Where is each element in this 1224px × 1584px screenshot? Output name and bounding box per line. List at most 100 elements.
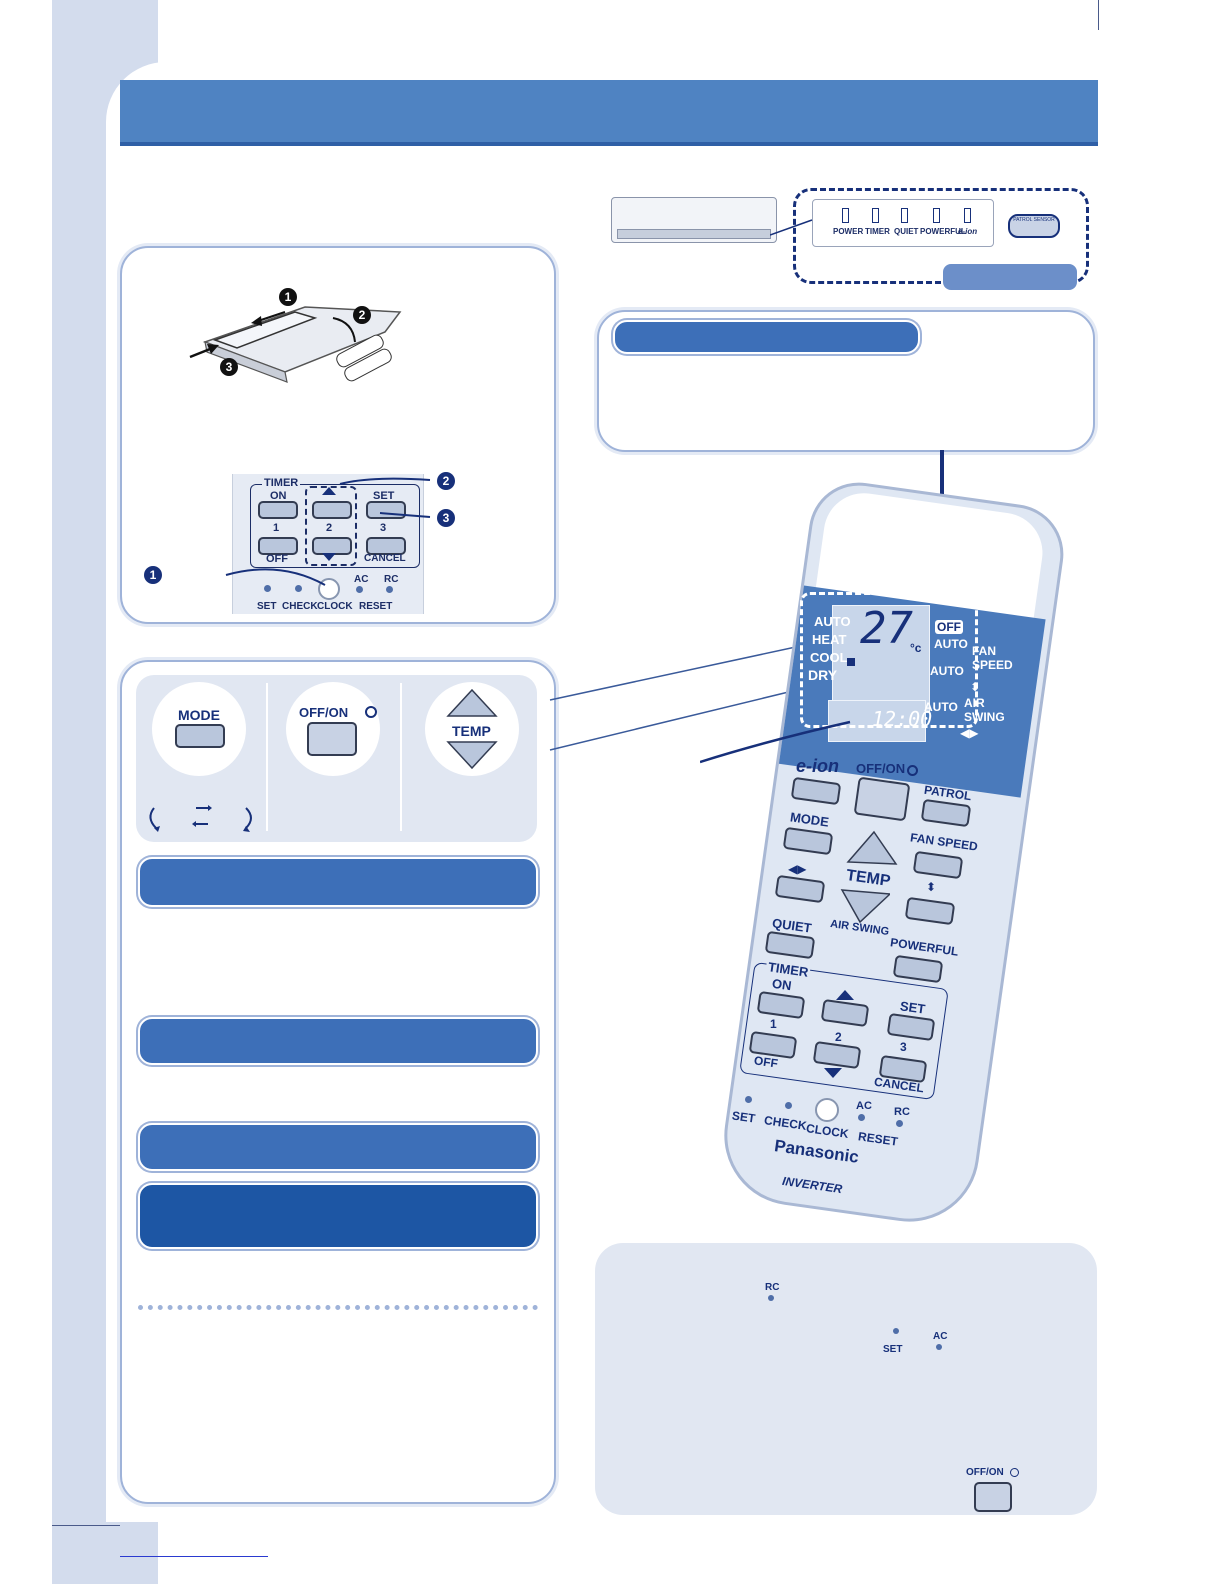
clock-callout-2: 2 [437, 472, 455, 490]
mode-heat-label: HEAT [812, 632, 847, 647]
timer-off-button[interactable] [258, 537, 298, 555]
section-heading-3 [138, 1123, 538, 1171]
timer-label: TIMER [262, 477, 301, 489]
timer-on-label: ON [270, 490, 287, 502]
lamp-timer-label: TIMER [865, 227, 890, 236]
air-swing-label: AIR SWING [964, 696, 1005, 724]
clock-callout-1: 1 [144, 566, 162, 584]
set-label: SET [373, 490, 395, 502]
temp-down-icon[interactable] [446, 740, 498, 770]
indoor-unit-louver [617, 229, 771, 239]
battery-insert-illustration [189, 306, 402, 383]
lcd-unit: °c [910, 641, 922, 655]
battery-step-3: 3 [220, 358, 238, 376]
clock-knob-label: CLOCK [317, 601, 353, 612]
lcd-mode-marker [847, 658, 855, 666]
notes-panel-heading [613, 320, 920, 354]
reset-ac-hole [936, 1344, 942, 1350]
lamp-eion [964, 208, 971, 223]
vertical-arrows-icon: ⬍ [970, 680, 981, 694]
power-symbol-icon [365, 706, 377, 718]
indicator-dashed-frame [793, 188, 1089, 284]
up-button[interactable] [312, 501, 352, 519]
offon-button[interactable] [307, 722, 357, 756]
strip-divider-1 [266, 683, 268, 831]
down-arrow-icon [322, 553, 336, 561]
remote-check-hole[interactable] [785, 1102, 792, 1109]
reset-set-label: SET [883, 1344, 903, 1355]
mode-label: MODE [178, 707, 220, 723]
remote-set-hole[interactable] [745, 1096, 752, 1103]
lamp-quiet [901, 208, 908, 223]
remote-rc-label: RC [894, 1106, 910, 1118]
remote-on-label: ON [771, 975, 793, 994]
reset-set-hole [893, 1328, 899, 1334]
remote-offon-button[interactable] [853, 776, 911, 822]
timer-1-label: 1 [273, 522, 280, 534]
lamp-timer [872, 208, 879, 223]
notes-connector [940, 450, 944, 494]
section-heading-2 [138, 1017, 538, 1065]
display-zoom-lines [549, 644, 806, 751]
remote-down-arrow-icon [824, 1068, 842, 1078]
lr-arrows-icon: ◀▶ [788, 862, 807, 876]
offon-label: OFF/ON [299, 705, 349, 720]
rc-hole-icon[interactable] [386, 586, 393, 593]
time-callout-line [700, 720, 851, 764]
remote-ac-label: AC [856, 1100, 872, 1112]
dotted-separator [138, 1305, 538, 1310]
temp-up-icon[interactable] [446, 688, 498, 718]
remote-clock-knob[interactable] [815, 1098, 839, 1122]
remote-offon-label: OFF/ON [856, 761, 906, 776]
up-arrow-icon [322, 487, 336, 495]
bottom-link-rule [120, 1556, 268, 1557]
lamp-quiet-label: QUIET [894, 227, 919, 236]
swing-auto-2: AUTO [924, 700, 958, 714]
patrol-sensor: PATROL SENSOR [1008, 214, 1060, 238]
remote-temp-down-icon[interactable] [838, 888, 890, 924]
clock-callout-3: 3 [437, 509, 455, 527]
top-rule [1098, 0, 1099, 30]
button-3-label: 3 [380, 522, 387, 534]
lamp-powerful [933, 208, 940, 223]
remote-up-arrow-icon [836, 990, 854, 1000]
mode-dry-label: DRY [808, 667, 838, 683]
timer-off-label: OFF [266, 553, 288, 565]
lamp-powerful-label: POWERFUL [920, 227, 966, 236]
cancel-button[interactable] [366, 537, 406, 555]
mode-cool-label: COOL [810, 650, 848, 665]
reset-panel [595, 1243, 1097, 1515]
timer-on-button[interactable] [258, 501, 298, 519]
remote-temp-up-icon[interactable] [846, 830, 898, 866]
section-heading-1 [138, 857, 538, 907]
mode-auto-label: AUTO [814, 614, 851, 629]
lcd-temperature: 27 [860, 603, 913, 654]
mode-button[interactable] [175, 724, 225, 748]
battery-step-1: 1 [279, 288, 297, 306]
lcd-time-window [828, 700, 926, 742]
lamp-eion-label: e-ion [958, 227, 978, 236]
eion-label: e-ion [796, 756, 839, 776]
reset-label: RESET [359, 601, 393, 612]
remote-rc-hole[interactable] [896, 1120, 903, 1127]
lcd-off: OFF [935, 620, 963, 634]
title-bar [120, 80, 1098, 146]
remote-ac-hole[interactable] [858, 1114, 865, 1121]
check-hole-label: CHECK [282, 601, 318, 612]
remote-1-label: 1 [770, 1017, 777, 1031]
cancel-label: CANCEL [364, 553, 406, 564]
rc-label: RC [384, 574, 399, 585]
temp-label: TEMP [452, 723, 491, 739]
button-2-label: 2 [326, 522, 333, 534]
ac-hole-icon[interactable] [356, 586, 363, 593]
reset-power-icon [1010, 1468, 1019, 1477]
mode-cycle-arrows [149, 805, 252, 832]
set-hole-icon[interactable] [264, 585, 271, 592]
remote-power-icon [907, 765, 918, 776]
check-hole-icon[interactable] [295, 585, 302, 592]
ac-label: AC [354, 574, 369, 585]
reset-offon-label: OFF/ON [966, 1467, 1004, 1478]
reset-rc-hole [768, 1295, 774, 1301]
swing-auto-1: AUTO [930, 664, 964, 678]
battery-step-2: 2 [353, 306, 371, 324]
